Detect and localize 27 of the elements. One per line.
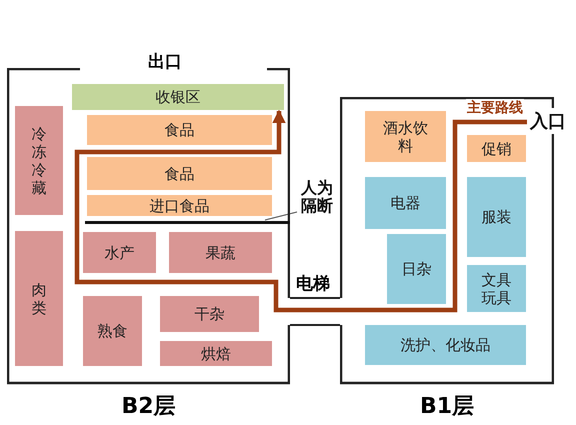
entrance-label: 入口: [527, 111, 569, 133]
exit-label: 出口: [148, 51, 182, 73]
zone-box: 电器: [365, 177, 446, 229]
zone-box: 肉类: [15, 231, 63, 366]
zone-box: 酒水饮料: [365, 111, 446, 162]
route-arrow: [74, 110, 527, 312]
zone-box: 食品: [87, 157, 272, 190]
zone-box: 洗护、化妆品: [365, 325, 526, 365]
zone-box: 果蔬: [169, 232, 272, 273]
partition-line: [85, 221, 290, 224]
zone-box: 水产: [83, 232, 156, 273]
zone-box: 食品: [87, 115, 272, 145]
zone-box: 烘焙: [160, 341, 272, 366]
zone-box: 冷冻冷藏: [15, 106, 63, 215]
elevator-label: 电梯: [296, 273, 330, 295]
zone-box: 服装: [467, 177, 526, 257]
floor-label: B2层: [120, 393, 177, 421]
zone-box: 收银区: [72, 84, 284, 110]
zone-box: 进口食品: [87, 195, 272, 216]
zone-box: 促销: [467, 135, 526, 162]
zone-box: 熟食: [83, 296, 142, 366]
zone-box: 干杂: [160, 296, 259, 332]
zone-box: 日杂: [387, 234, 446, 304]
edge-label: 主要路线: [466, 99, 524, 117]
zone-box: 文具玩具: [467, 265, 526, 312]
floor-label: B1层: [418, 393, 476, 421]
callout-text: 人为隔断: [297, 176, 337, 218]
